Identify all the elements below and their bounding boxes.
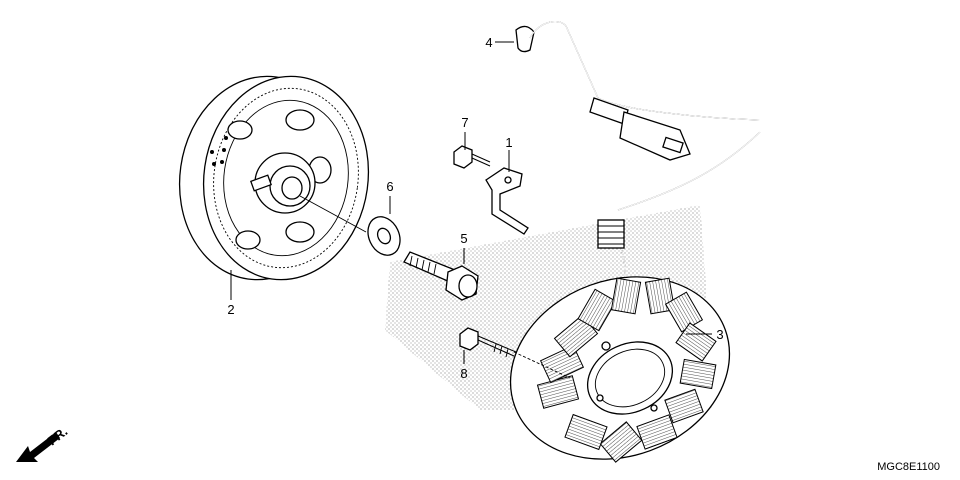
callout-2: 2 (227, 302, 234, 317)
bracket-screw[interactable] (453, 145, 491, 169)
stator-bolt[interactable] (459, 327, 571, 379)
callout-8: 8 (460, 366, 467, 381)
callout-7: 7 (461, 115, 468, 130)
callout-6: 6 (386, 179, 393, 194)
callout-1: 1 (505, 135, 512, 150)
wire-clip[interactable] (515, 25, 535, 53)
front-direction-arrow: FR. (16, 424, 70, 462)
flywheel-bolt[interactable] (403, 251, 479, 301)
wire-grommet (597, 219, 625, 249)
washer[interactable] (362, 212, 406, 261)
flywheel[interactable] (167, 66, 382, 291)
drawing-code: MGC8E1100 (877, 461, 940, 473)
callout-4: 4 (485, 35, 492, 50)
stator[interactable] (485, 247, 756, 480)
callout-3: 3 (716, 327, 723, 342)
washer-axis-line (299, 195, 367, 233)
leader-lines (230, 41, 712, 364)
bracket[interactable] (485, 167, 529, 235)
callout-5: 5 (460, 231, 467, 246)
wire-connector (589, 97, 691, 161)
